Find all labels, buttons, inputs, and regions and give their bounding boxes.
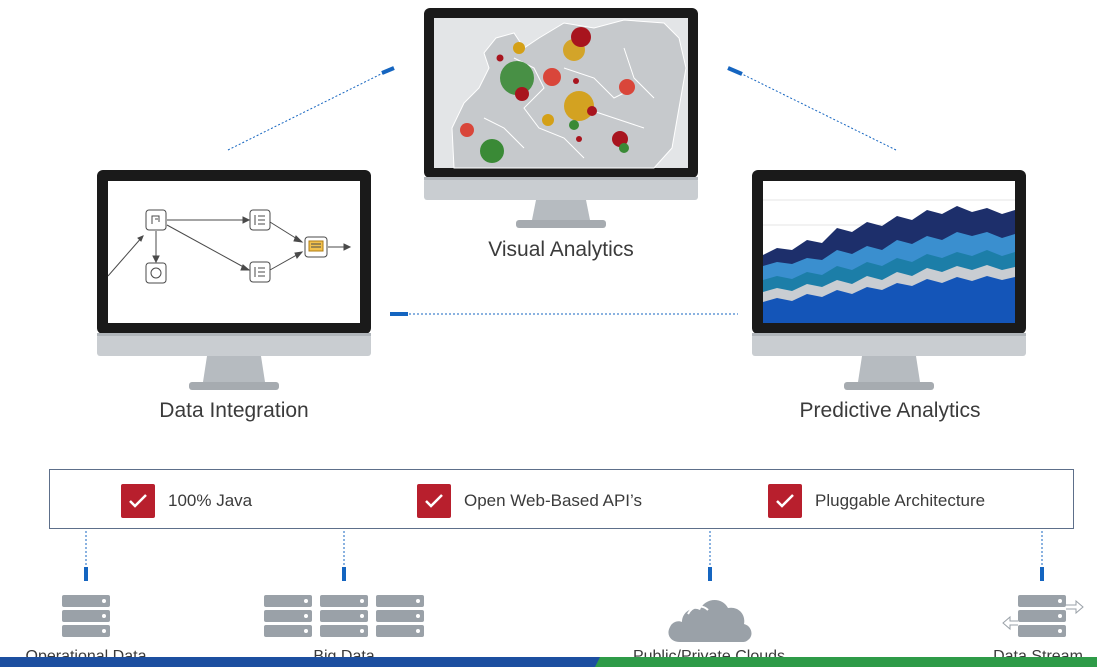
feature-pluggable: Pluggable Architecture	[768, 484, 985, 518]
data-bubbles	[460, 27, 635, 163]
feature-java: 100% Java	[121, 484, 252, 518]
checkmark-icon	[121, 484, 155, 518]
feature-label: Pluggable Architecture	[815, 491, 986, 510]
cloud-icon	[668, 599, 752, 642]
checkmark-icon	[417, 484, 451, 518]
predictive-analytics-monitor	[752, 170, 1026, 390]
europe-map-icon	[451, 19, 687, 169]
predictive-analytics-label: Predictive Analytics	[799, 399, 981, 422]
visual-analytics-monitor	[424, 8, 698, 228]
server-stack-icon	[62, 595, 110, 637]
stacked-area-chart-icon	[763, 199, 1015, 323]
workflow-diagram-icon	[107, 209, 352, 284]
data-integration-label: Data Integration	[159, 399, 309, 422]
feature-label: Open Web-Based API’s	[464, 491, 642, 510]
data-integration-monitor	[97, 170, 371, 390]
features-panel	[49, 469, 1074, 529]
feature-label: 100% Java	[168, 491, 253, 510]
server-cluster-icon	[264, 595, 424, 637]
feature-open-api: Open Web-Based API’s	[417, 484, 642, 518]
server-stream-icon	[1002, 595, 1084, 637]
checkmark-icon	[768, 484, 802, 518]
bottom-color-bar	[0, 657, 1097, 667]
visual-analytics-label: Visual Analytics	[488, 238, 634, 261]
